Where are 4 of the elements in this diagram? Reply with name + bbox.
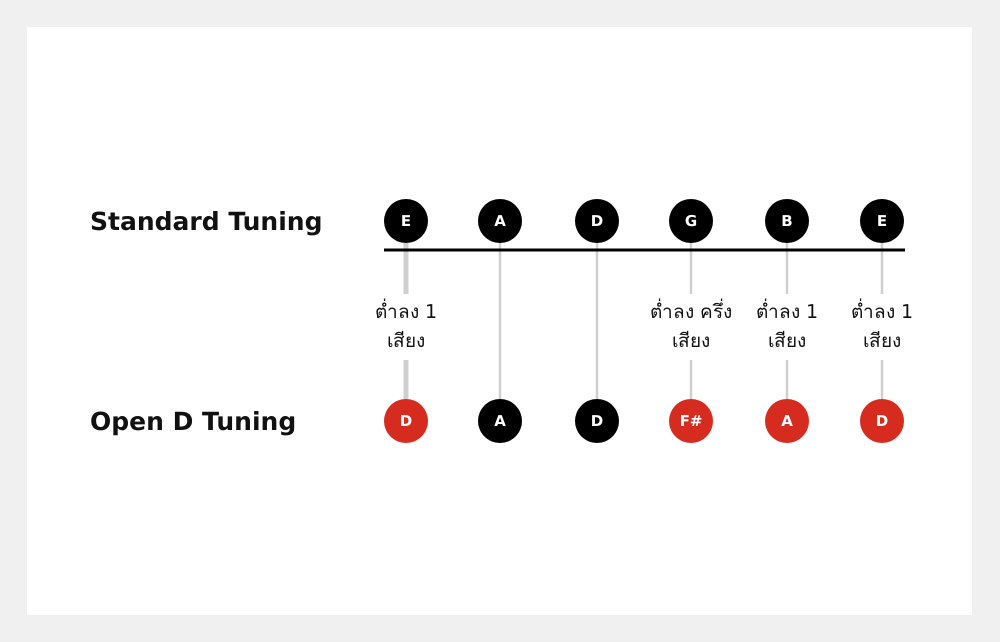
- connector-line: [596, 243, 598, 399]
- row-label: Open D Tuning: [90, 406, 296, 436]
- connector-line: [498, 243, 502, 399]
- row-label: Standard Tuning: [90, 206, 322, 236]
